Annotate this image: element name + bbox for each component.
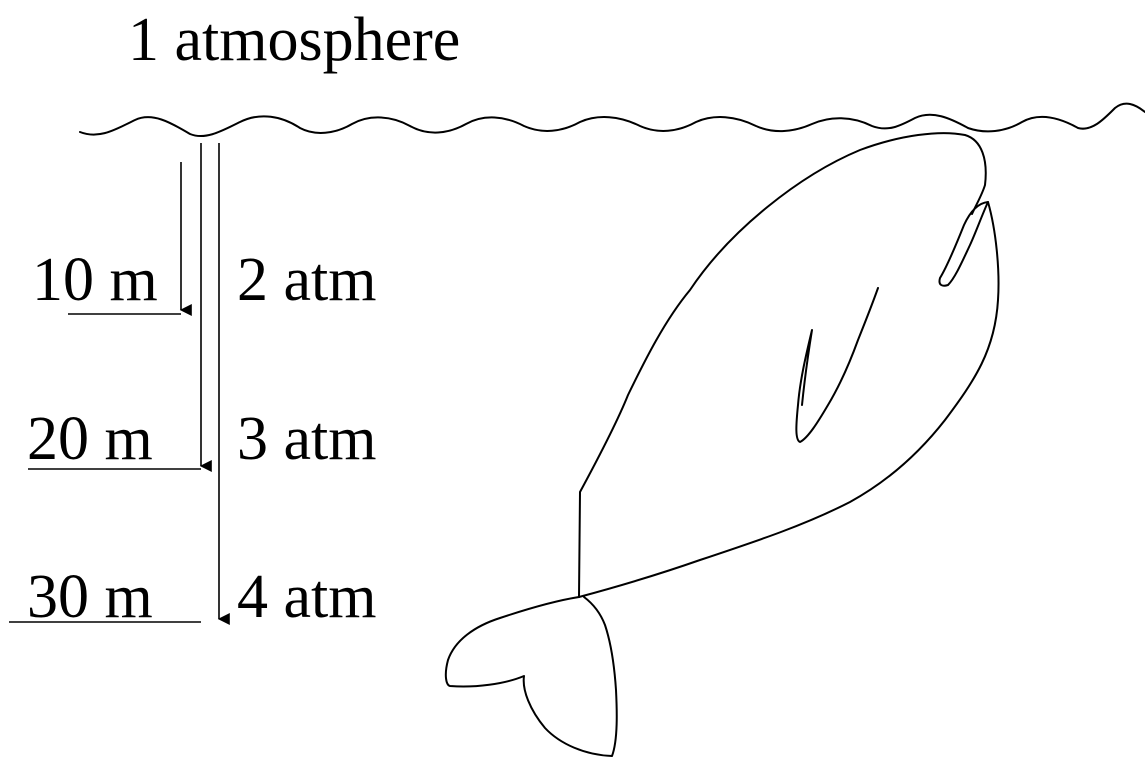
depth-label-30m: 30 m [27, 563, 153, 631]
whale-flipper-upper [939, 202, 988, 286]
depth-label-10m: 10 m [32, 246, 158, 314]
pressure-label-3atm: 3 atm [237, 405, 376, 473]
pressure-label-2atm: 2 atm [237, 246, 376, 314]
whale-flipper-side [796, 288, 878, 442]
water-surface-line [80, 104, 1145, 136]
pressure-label-4atm: 4 atm [237, 563, 376, 631]
whale-drawing [446, 133, 999, 756]
whale-tail [446, 597, 617, 756]
depth-label-20m: 20 m [27, 405, 153, 473]
surface-pressure-label: 1 atmosphere [128, 6, 460, 74]
whale-body [579, 133, 986, 597]
whale-belly [579, 202, 999, 597]
